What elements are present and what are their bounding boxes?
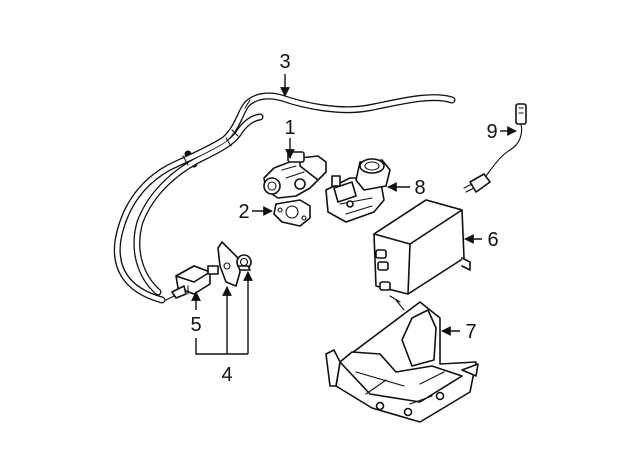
callout-5: 5 xyxy=(190,314,201,336)
mounting-bracket-part[interactable] xyxy=(217,241,252,287)
callout-1: 1 xyxy=(284,117,295,139)
callout-7: 7 xyxy=(465,321,476,343)
callout-6: 6 xyxy=(487,229,498,251)
callout-3: 3 xyxy=(279,51,290,73)
sensor-bracket-part[interactable] xyxy=(165,265,219,301)
gasket-part[interactable] xyxy=(273,199,311,227)
callout-4: 4 xyxy=(221,364,232,386)
callout-8: 8 xyxy=(414,177,425,199)
canister-bracket-part[interactable] xyxy=(325,301,479,423)
callout-2: 2 xyxy=(238,201,249,223)
vacuum-hose-part[interactable] xyxy=(113,92,456,304)
callout-labels: 3 1 2 8 9 6 7 5 4 xyxy=(190,51,498,386)
oxygen-sensor-part[interactable] xyxy=(463,103,527,193)
leader-lines xyxy=(191,74,517,355)
valve-assembly-part[interactable] xyxy=(263,151,327,199)
purge-solenoid-part[interactable] xyxy=(325,158,391,223)
callout-9: 9 xyxy=(486,121,497,143)
leader-4-bracket xyxy=(195,338,248,355)
charcoal-canister-part[interactable] xyxy=(373,199,471,311)
